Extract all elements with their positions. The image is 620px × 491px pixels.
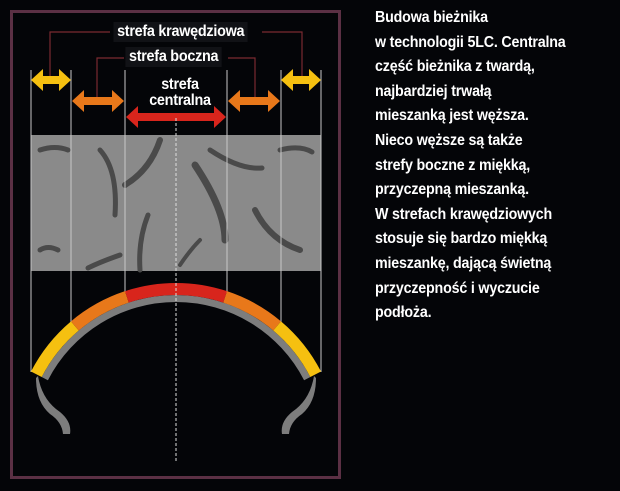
tire-profile: [31, 283, 321, 434]
edge-zone-tread: [31, 321, 79, 378]
description-line: mieszankę, dającą świetną: [375, 254, 552, 272]
groove: [252, 207, 303, 253]
description-text: Budowa bieżnika w technologii 5LC. Centra…: [375, 6, 615, 326]
description-line: część bieżnika z twardą,: [375, 58, 535, 76]
label-side-zone: strefa boczna: [125, 47, 222, 67]
groove: [178, 238, 202, 267]
edge-zone-tread: [273, 321, 321, 378]
tread-grooves: [37, 137, 315, 273]
description-line: W strefach krawędziowych: [375, 205, 553, 223]
zone-brackets: [49, 31, 303, 99]
description-line: Budowa bieżnika: [375, 9, 488, 26]
double-arrow: [126, 106, 226, 128]
zone-lines: [30, 70, 322, 372]
groove: [37, 145, 71, 153]
side-bracket: [96, 57, 256, 99]
label-edge-zone: strefa krawędziowa: [113, 22, 248, 42]
side-zone-tread: [71, 291, 129, 331]
description-line: strefy boczne z miękką,: [375, 156, 531, 174]
right-sidewall: [281, 376, 316, 434]
double-arrow: [281, 69, 321, 91]
double-arrow: [228, 90, 280, 112]
description-line: przyczepną mieszanką.: [375, 181, 529, 199]
label-center-zone: strefa centralna: [131, 77, 228, 109]
groove: [277, 145, 315, 155]
zone-arrows: [31, 69, 321, 128]
groove: [97, 147, 118, 218]
double-arrow: [72, 90, 124, 112]
double-arrow: [31, 69, 71, 91]
side-zone-tread: [223, 291, 281, 331]
description-line: najbardziej trwałą: [375, 82, 492, 100]
tread-diagram: [30, 31, 322, 462]
edge-bracket: [49, 31, 303, 78]
groove: [191, 161, 229, 244]
description-line: w technologii 5LC. Centralna: [375, 33, 566, 51]
groove: [207, 147, 265, 171]
groove: [37, 245, 61, 253]
left-sidewall: [36, 376, 71, 434]
description-line: mieszanką jest węższa.: [375, 107, 529, 125]
center-zone-tread: [125, 283, 227, 303]
groove: [122, 137, 163, 188]
label-center-line2: centralna: [149, 92, 211, 109]
description-line: stosuje się bardzo miękką: [375, 230, 548, 248]
tire-carcass: [41, 295, 311, 381]
groove: [85, 252, 123, 271]
description-line: przyczepność i wyczucie: [375, 279, 540, 297]
description-line: Nieco węższe są także: [375, 131, 523, 149]
diagram-frame: [10, 10, 341, 479]
groove: [137, 212, 151, 273]
description-line: podłoża.: [375, 304, 432, 322]
label-center-line1: strefa: [161, 76, 199, 93]
